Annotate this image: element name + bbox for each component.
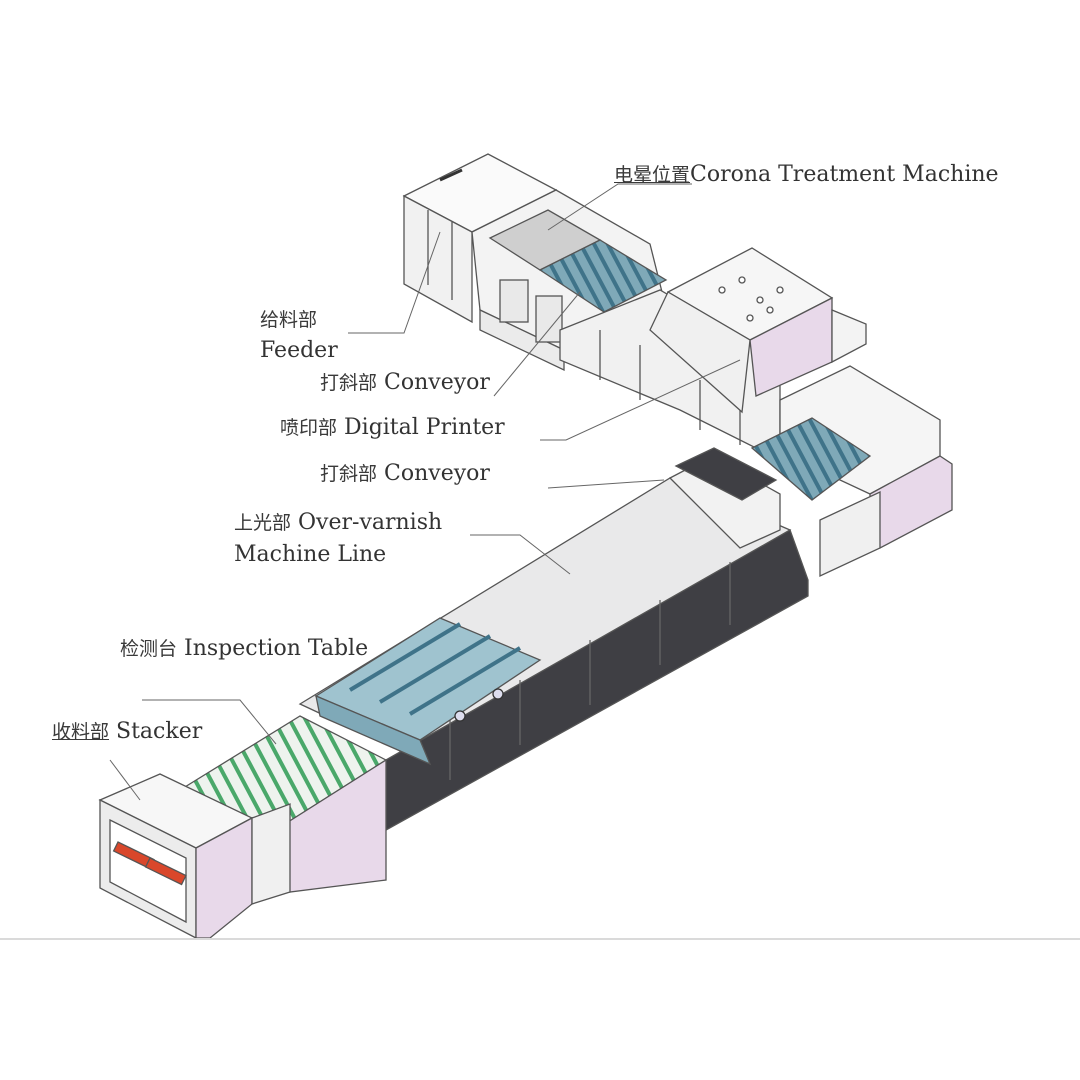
label-corona: 电晕位置Corona Treatment Machine [614, 160, 999, 190]
label-inspection-en: Inspection Table [184, 636, 369, 661]
leader-corona [547, 183, 692, 231]
printer-unit [649, 247, 867, 414]
label-conveyor1-cn: 打斜部 [320, 372, 378, 394]
upper-conveyor-unit [750, 365, 953, 578]
leader-feeder [348, 231, 441, 334]
leader-inspection [142, 699, 277, 745]
label-varnish-en1: Over-varnish [298, 510, 443, 535]
label-feeder-en-row: Feeder [260, 336, 338, 366]
label-varnish-row2: Machine Line [234, 540, 386, 570]
leader-varnish [470, 534, 571, 575]
label-varnish-cn: 上光部 [234, 512, 292, 534]
label-conveyor2: 打斜部 Conveyor [320, 459, 490, 489]
label-stacker-en: Stacker [116, 719, 203, 744]
label-varnish-en2: Machine Line [234, 542, 387, 567]
label-conveyor2-cn: 打斜部 [320, 463, 378, 485]
label-varnish-row1: 上光部 Over-varnish [234, 508, 442, 538]
label-stacker-cn: 收料部 [52, 721, 110, 743]
label-corona-cn: 电晕位置 [614, 164, 691, 186]
label-stacker: 收料部 Stacker [52, 717, 202, 747]
leader-stacker [109, 759, 141, 801]
leader-lines [109, 183, 741, 801]
label-printer-cn: 喷印部 [280, 417, 338, 439]
label-feeder-en: Feeder [260, 338, 338, 363]
inspection-table-unit [314, 617, 542, 766]
label-inspection: 检测台 Inspection Table [120, 634, 368, 664]
label-conveyor2-en: Conveyor [384, 461, 490, 486]
leader-printer [540, 359, 741, 441]
label-printer-en: Digital Printer [344, 415, 505, 440]
label-printer: 喷印部 Digital Printer [280, 413, 505, 443]
label-inspection-cn: 检测台 [120, 638, 178, 660]
label-feeder-cn: 给料部 [260, 309, 318, 331]
label-feeder-cn-row: 给料部 [260, 305, 317, 335]
label-conveyor1-en: Conveyor [384, 370, 490, 395]
floor-line [0, 938, 1080, 940]
leader-conveyor2 [547, 479, 665, 489]
label-conveyor1: 打斜部 Conveyor [320, 368, 490, 398]
label-corona-en: Corona Treatment Machine [690, 162, 999, 187]
stacker-unit [98, 773, 291, 940]
leader-conveyor1 [493, 291, 581, 397]
